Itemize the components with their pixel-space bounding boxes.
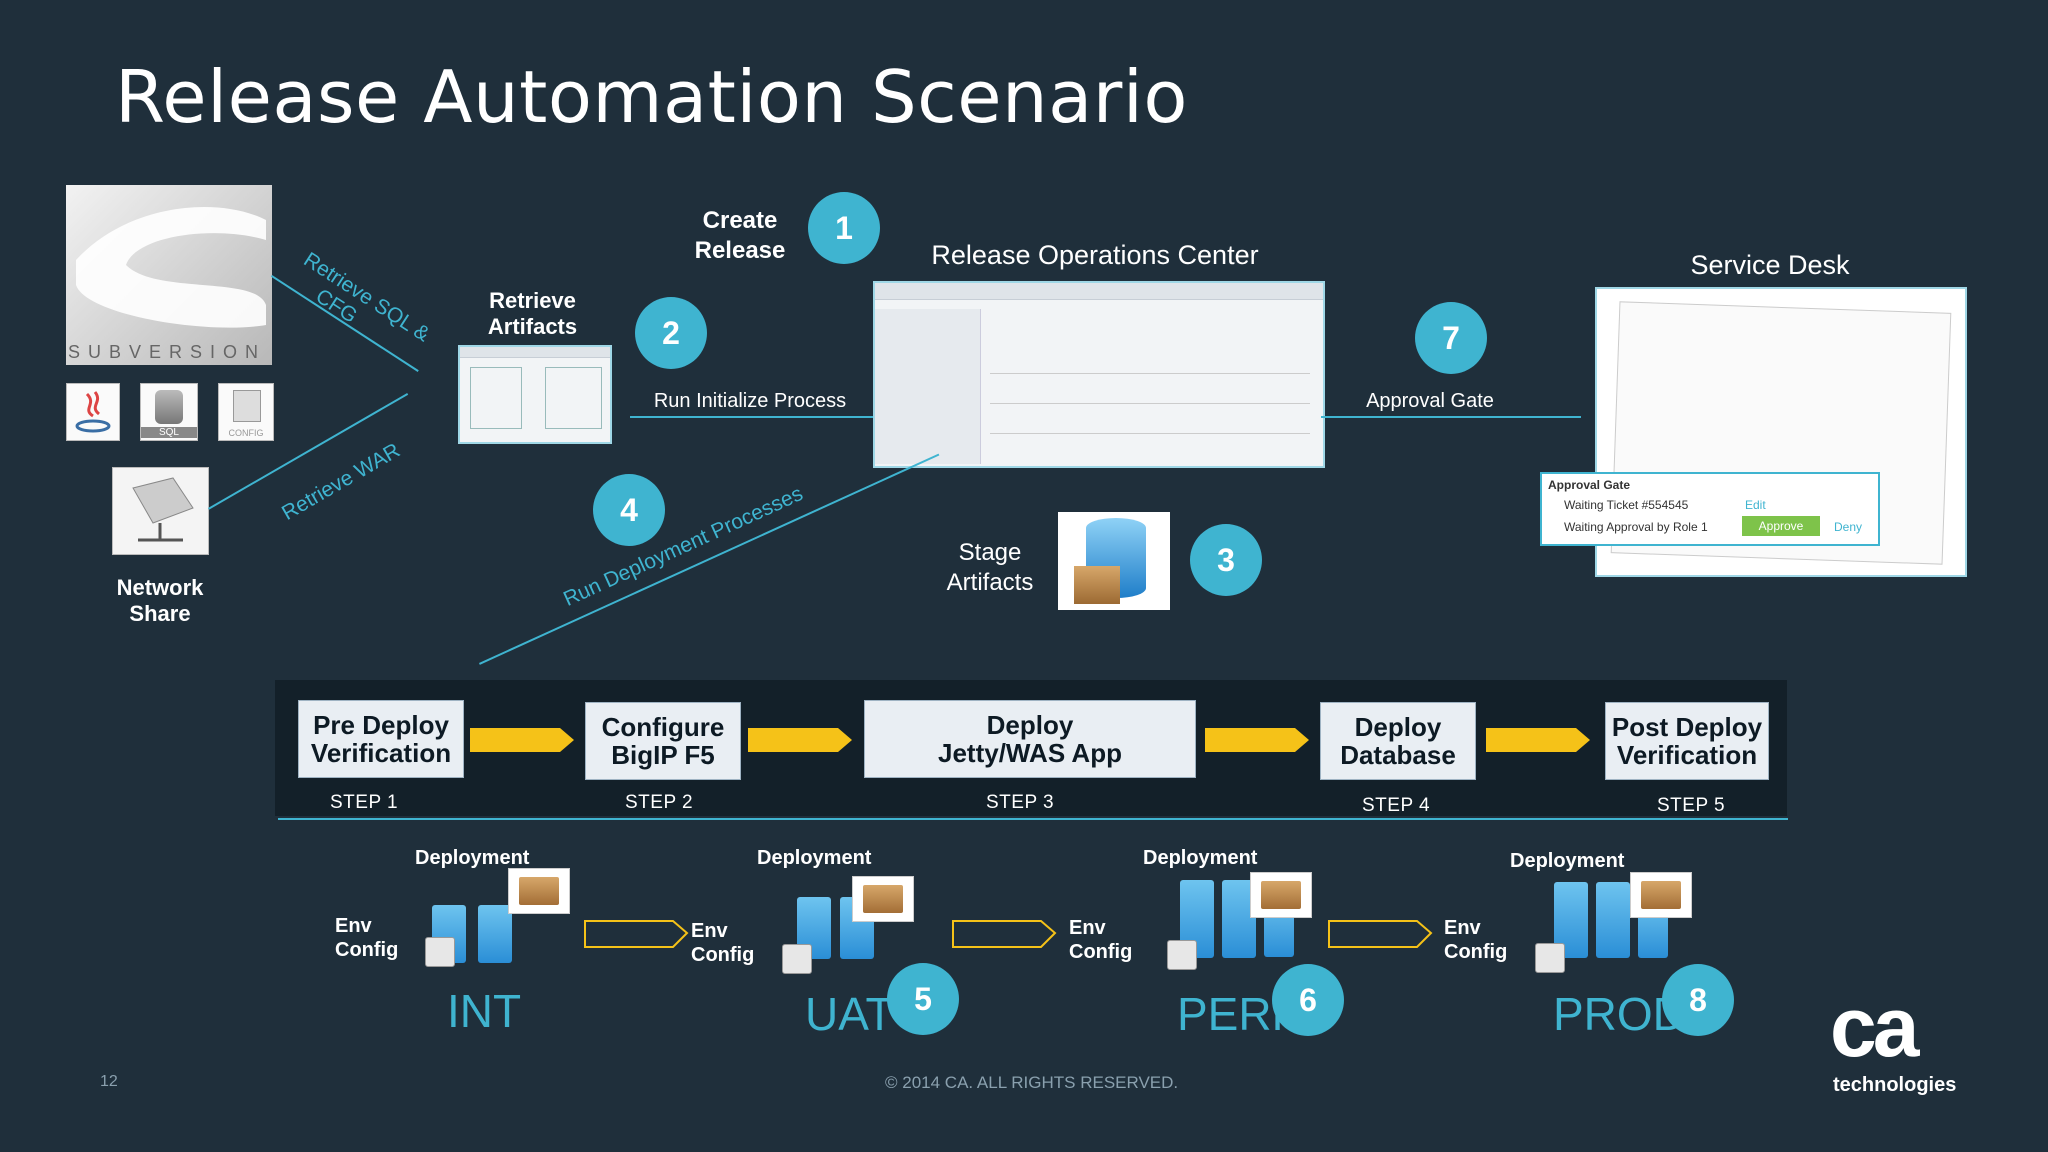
step-1-label: STEP 1 bbox=[330, 792, 399, 813]
slide-title: Release Automation Scenario bbox=[115, 55, 1188, 139]
run-initialize-arrow bbox=[630, 416, 873, 418]
int-package-icon bbox=[508, 868, 570, 914]
step-circle-7: 7 bbox=[1415, 302, 1487, 374]
release-ops-center-screenshot bbox=[873, 281, 1325, 468]
retrieve-war-label: Retrieve WAR bbox=[278, 438, 405, 525]
step-5-label: STEP 5 bbox=[1657, 795, 1726, 816]
perf-gear-icon bbox=[1167, 940, 1197, 970]
step-circle-3: 3 bbox=[1190, 524, 1262, 596]
uat-package-icon bbox=[852, 876, 914, 922]
env-uat: UAT bbox=[805, 988, 894, 1040]
network-share-icon bbox=[112, 467, 209, 555]
env-int: INT bbox=[447, 985, 522, 1037]
step-arrow-2 bbox=[748, 728, 852, 752]
perf-deployment-label: Deployment bbox=[1143, 847, 1258, 869]
ca-logo-sub: technologies bbox=[1833, 1074, 1957, 1096]
release-ops-center-title: Release Operations Center bbox=[931, 240, 1259, 270]
edit-link[interactable]: Edit bbox=[1745, 498, 1766, 512]
step-2-label: STEP 2 bbox=[625, 792, 694, 813]
subversion-logo: SUBVERSION bbox=[66, 185, 272, 365]
prod-package-icon bbox=[1630, 872, 1692, 918]
env-arrow-3 bbox=[1328, 920, 1433, 948]
step-3-label: STEP 3 bbox=[986, 792, 1055, 813]
step-arrows bbox=[470, 728, 1309, 752]
perf-package-icon bbox=[1250, 872, 1312, 918]
step-circle-1: 1 bbox=[808, 192, 880, 264]
copyright: © 2014 CA. ALL RIGHTS RESERVED. bbox=[885, 1073, 1179, 1092]
config-file-icon: CONFIG bbox=[218, 383, 274, 441]
subversion-text: SUBVERSION bbox=[68, 342, 267, 362]
approve-button[interactable]: Approve bbox=[1742, 516, 1820, 536]
approval-gate-popup: Approval Gate Waiting Ticket #554545 Edi… bbox=[1540, 472, 1880, 546]
step-arrow-3 bbox=[1205, 728, 1309, 752]
prod-gear-icon bbox=[1535, 943, 1565, 973]
sql-icon: SQL bbox=[140, 383, 198, 441]
env-arrow-2 bbox=[952, 920, 1057, 948]
prod-deployment-label: Deployment bbox=[1510, 850, 1625, 872]
step-circle-5: 5 bbox=[887, 963, 959, 1035]
env-arrow-1 bbox=[584, 920, 689, 948]
run-initialize-label: Run Initialize Process bbox=[653, 390, 847, 412]
page-number: 12 bbox=[100, 1073, 118, 1090]
int-gear-icon bbox=[425, 937, 455, 967]
step-circle-4: 4 bbox=[593, 474, 665, 546]
subversion-s-icon bbox=[76, 207, 266, 328]
database-package-icon bbox=[1058, 512, 1170, 610]
service-desk-title: Service Desk bbox=[1690, 250, 1850, 280]
ca-logo: ca bbox=[1830, 980, 1919, 1074]
step-circle-2: 2 bbox=[635, 297, 707, 369]
int-server-icon-2 bbox=[478, 905, 512, 963]
step-arrow-4b bbox=[1486, 728, 1590, 752]
step-arrow-1 bbox=[470, 728, 574, 752]
uat-gear-icon bbox=[782, 944, 812, 974]
step-arrow-5-svg bbox=[1486, 728, 1590, 752]
deny-link[interactable]: Deny bbox=[1834, 520, 1863, 534]
steps-divider bbox=[278, 818, 1788, 820]
int-deployment-label: Deployment bbox=[415, 847, 530, 869]
approval-gate-arrow bbox=[1321, 416, 1581, 418]
uat-deployment-label: Deployment bbox=[757, 847, 872, 869]
run-deployment-arrow bbox=[479, 453, 940, 665]
prod-server-icon-2 bbox=[1596, 882, 1630, 958]
step-4-label: STEP 4 bbox=[1362, 795, 1431, 816]
retrieve-artifacts-screenshot bbox=[458, 345, 612, 444]
step-circle-8: 8 bbox=[1662, 964, 1734, 1036]
step-circle-6: 6 bbox=[1272, 964, 1344, 1036]
java-icon bbox=[66, 383, 120, 441]
approval-gate-label: Approval Gate bbox=[1366, 390, 1494, 412]
retrieve-sql-label: Retrieve SQL &CFG bbox=[299, 248, 434, 347]
